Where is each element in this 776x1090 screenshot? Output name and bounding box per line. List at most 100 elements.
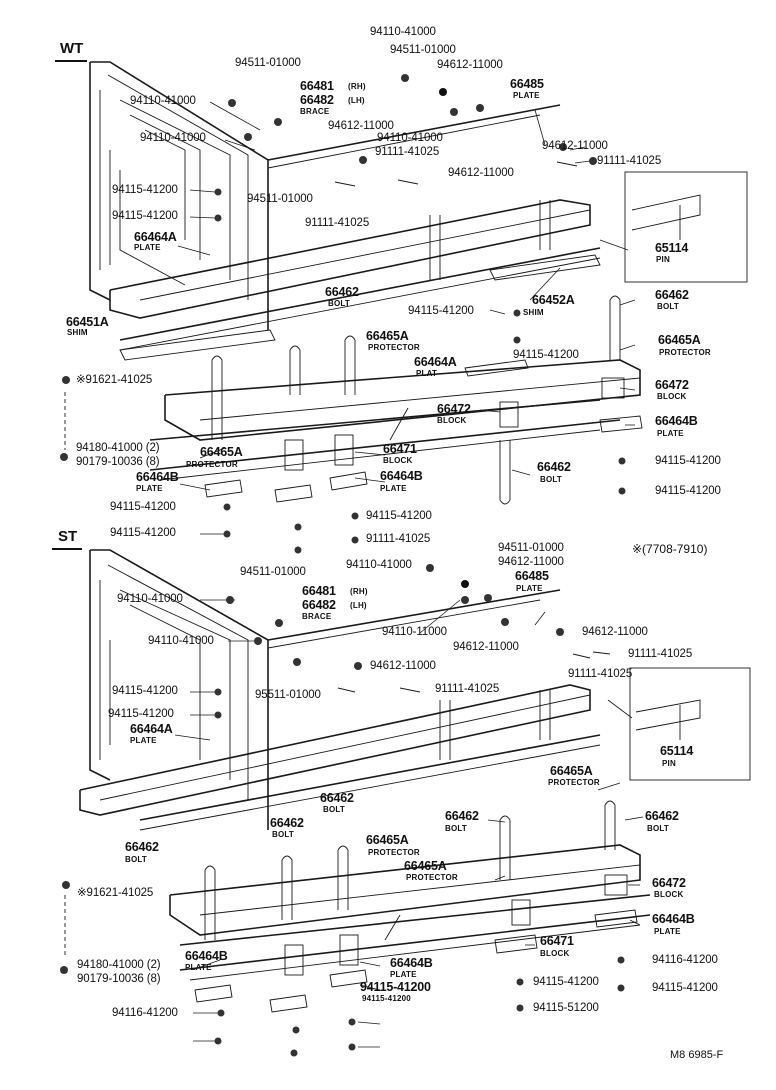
wt-part-desc: PROTECTOR [368,343,420,352]
st-part-desc: PIN [662,759,676,768]
st-part-label: 94115-41200 [652,982,718,994]
st-part-label: 91111-41025 [435,683,500,695]
wt-part-label: 66472 [655,378,689,392]
wt-part-label: 94115-41200 [110,527,176,539]
wt-part-label: 94110-41000 [130,95,196,107]
st-part-label: 94110-41000 [346,559,412,571]
wt-part-label: 94115-41200 [655,455,721,467]
st-part-desc: BOLT [647,824,669,833]
st-part-desc: (RH) [350,587,368,596]
wt-part-desc: PLAT [416,369,438,378]
st-part-desc: BRACE [302,612,332,621]
st-part-label: ※91621-41025 [77,887,154,899]
wt-part-label: 94115-41200 [655,485,721,497]
wt-part-label: 66465A [658,333,701,347]
wt-part-desc: (LH) [348,96,365,105]
wt-part-desc: BOLT [540,475,562,484]
st-part-label: 66471 [540,934,574,948]
wt-part-label: 94511-01000 [235,57,301,69]
st-part-label: 94110-41000 [148,635,214,647]
st-part-label: 90179-10036 (8) [77,973,161,985]
wt-part-label: 90179-10036 (8) [76,456,160,468]
st-part-desc: BOLT [125,855,147,864]
st-assembly [60,549,751,1057]
st-part-label: 94612-11000 [582,626,648,638]
wt-part-label: 94511-01000 [390,44,456,56]
date-range-note: ※(7708-7910) [632,542,708,556]
wt-part-label: 66464A [134,230,177,244]
st-part-label: 66465A [550,764,593,778]
st-part-label: 94115-41200 [533,976,599,988]
st-part-label: 66482 [302,598,336,612]
st-part-label: 94110-11000 [382,626,447,638]
st-part-label: 66462 [125,840,159,854]
wt-part-desc: BOLT [328,299,350,308]
st-part-label: 66485 [515,569,549,583]
st-part-label: 66464B [652,912,695,926]
st-part-label: 66472 [652,876,686,890]
st-part-desc: BLOCK [654,890,684,899]
st-part-desc: PLATE [130,736,157,745]
st-part-label: 66464B [390,956,433,970]
wt-part-label: 94612-11000 [437,59,503,71]
wt-part-label: 94180-41000 (2) [76,442,160,454]
st-part-label: 66462 [445,809,479,823]
st-part-label: 94115-41200 [108,708,174,720]
wt-part-label: 66465A [366,329,409,343]
st-part-label: 91111-41025 [628,648,693,660]
st-part-label: 94116-41200 [112,1007,178,1019]
st-part-label: 66465A [404,859,447,873]
st-part-desc: PROTECTOR [368,848,420,857]
wt-part-label: 66464B [136,470,179,484]
wt-part-label: 66451A [66,315,109,329]
wt-part-label: 65114 [655,241,689,255]
wt-part-label: 94110-41000 [370,26,436,38]
wt-part-label: 66471 [383,442,417,456]
st-part-label: 91111-41025 [568,668,633,680]
wt-part-label: 66464B [655,414,698,428]
wt-assembly [60,61,748,554]
st-part-label: 94115-41200 [112,685,178,697]
section-underline-wt [55,60,87,62]
st-part-desc: BLOCK [540,949,570,958]
wt-part-desc: PROTECTOR [186,460,238,469]
wt-part-desc: PLATE [134,243,161,252]
wt-part-label: 94115-41200 [366,510,432,522]
wt-part-label: 66482 [300,93,334,107]
st-part-desc: PLATE [654,927,681,936]
wt-part-label: 94115-41200 [112,184,178,196]
st-part-desc: PLATE [516,584,543,593]
wt-part-label: 66465A [200,445,243,459]
wt-part-label: 66481 [300,79,334,93]
st-part-label: 94115-51200 [533,1002,599,1014]
wt-part-label: 66485 [510,77,544,91]
st-part-label: 94116-41200 [652,954,718,966]
st-part-label: 66462 [645,809,679,823]
wt-part-label: 94612-11000 [448,167,514,179]
st-part-label: 94612-11000 [498,556,564,568]
wt-part-label: 94115-41200 [408,305,474,317]
st-part-desc: (LH) [350,601,367,610]
st-part-label: 94612-11000 [453,641,519,653]
wt-part-desc: BLOCK [383,456,413,465]
st-part-label: 95511-01000 [255,689,321,701]
st-part-label: 94110-41000 [117,593,183,605]
st-part-label: 66464A [130,722,173,736]
wt-part-label: 94115-41200 [110,501,176,513]
wt-part-desc: (RH) [348,82,366,91]
st-part-desc: PLATE [185,963,212,972]
wt-part-desc: PLATE [136,484,163,493]
st-part-label: 94180-41000 (2) [77,959,161,971]
st-part-desc: PROTECTOR [406,873,458,882]
wt-part-label: 66462 [325,285,359,299]
wt-part-label: 94115-41200 [513,349,579,361]
st-part-desc: BOLT [445,824,467,833]
wt-part-label: 66472 [437,402,471,416]
wt-part-desc: PROTECTOR [659,348,711,357]
section-title-wt: WT [60,40,84,57]
st-part-label: 65114 [660,744,694,758]
wt-part-desc: PLATE [380,484,407,493]
st-part-label: 66464B [185,949,228,963]
st-part-label: 66481 [302,584,336,598]
